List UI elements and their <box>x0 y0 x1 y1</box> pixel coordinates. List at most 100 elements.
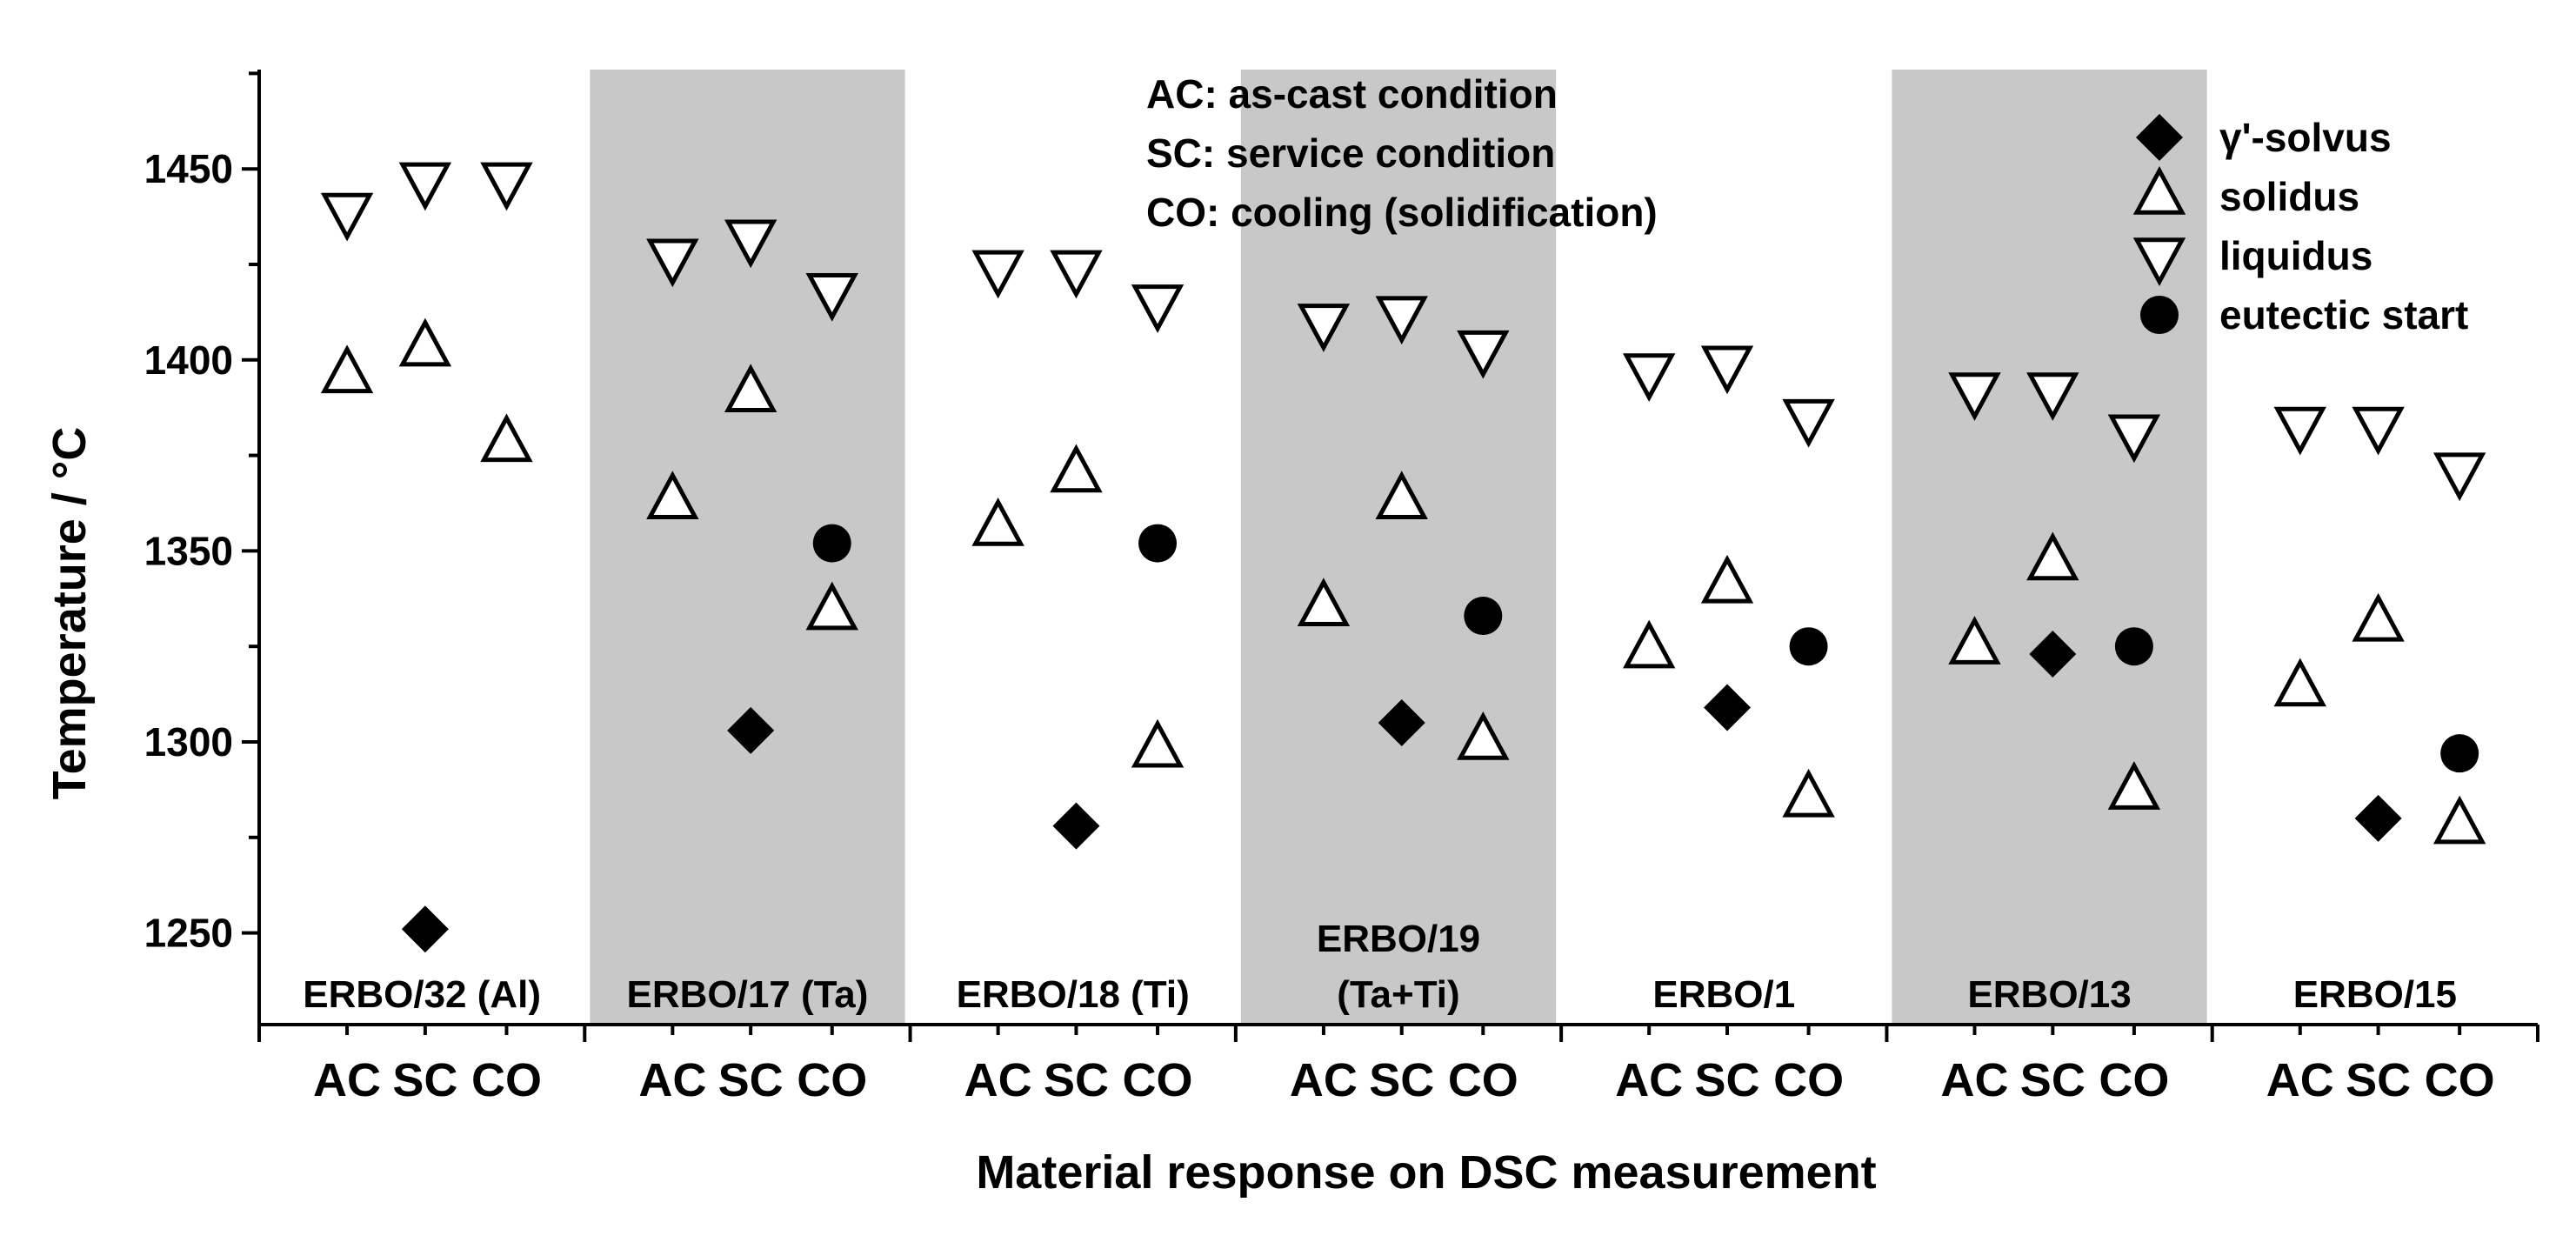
legend-marker-eutectic-start <box>2140 296 2179 334</box>
group-label: ERBO/17 (Ta) <box>626 973 868 1016</box>
legend-marker-solvus <box>2136 114 2183 161</box>
group-label: ERBO/18 (Ti) <box>957 973 1190 1016</box>
group-label: ERBO/19 <box>1317 918 1480 960</box>
solidus-point <box>805 581 858 631</box>
x-tick-label: SC <box>2346 1054 2411 1106</box>
liquidus-point <box>2433 452 2486 502</box>
solvus-point <box>1378 699 1425 747</box>
solidus-point <box>2107 761 2161 810</box>
x-tick-label: CO <box>2425 1054 2495 1106</box>
solidus-point <box>1700 554 1754 604</box>
solidus-point <box>320 344 374 394</box>
liquidus-point <box>398 162 452 211</box>
solidus-point <box>646 471 699 520</box>
legend-label: liquidus <box>2219 233 2372 278</box>
condition-note: AC: as-cast condition <box>1146 71 1558 117</box>
solidus-point <box>1623 619 1676 669</box>
solidus-point <box>1297 578 1351 627</box>
group-label: ERBO/15 <box>2293 973 2457 1016</box>
solvus-point <box>2029 630 2077 678</box>
legend-label: eutectic start <box>2219 292 2468 337</box>
y-tick-label: 1350 <box>144 528 233 573</box>
solvus-point <box>401 905 449 953</box>
x-tick-label: SC <box>2020 1054 2085 1106</box>
data-points <box>320 162 2486 953</box>
eutectic-start-point <box>1138 524 1178 563</box>
solvus-point <box>727 706 775 754</box>
x-tick-label: SC <box>1044 1054 1109 1106</box>
liquidus-point <box>805 272 858 322</box>
liquidus-point <box>1457 330 1510 379</box>
liquidus-point <box>480 162 533 211</box>
y-tick-label: 1250 <box>144 911 233 956</box>
group-label: (Ta+Ti) <box>1337 973 1459 1016</box>
x-tick-label: CO <box>471 1054 542 1106</box>
x-tick-label: AC <box>1615 1054 1683 1106</box>
x-tick-label: CO <box>1448 1054 1518 1106</box>
solvus-point <box>1704 684 1752 731</box>
group-label: ERBO/32 (Al) <box>303 973 541 1016</box>
x-tick-label: SC <box>1695 1054 1760 1106</box>
eutectic-start-point <box>1464 597 1503 636</box>
solidus-point <box>1457 711 1510 760</box>
shaded-band <box>1240 70 1557 1025</box>
liquidus-point <box>1375 296 1428 345</box>
liquidus-point <box>320 192 374 242</box>
group-label: ERBO/13 <box>1967 973 2131 1016</box>
liquidus-point <box>2107 414 2161 464</box>
solidus-point <box>724 364 777 413</box>
eutectic-start-point <box>812 524 851 563</box>
condition-note: SC: service condition <box>1146 130 1555 176</box>
liquidus-point <box>646 238 699 288</box>
solidus-point <box>2026 531 2079 581</box>
solidus-point <box>1782 768 1835 818</box>
x-tick-label: AC <box>1940 1054 2008 1106</box>
liquidus-point <box>1050 250 1103 299</box>
eutectic-start-point <box>2440 734 2479 773</box>
condition-note: CO: cooling (solidification) <box>1146 190 1658 235</box>
eutectic-start-point <box>1789 627 1828 666</box>
y-tick-label: 1450 <box>144 146 233 191</box>
solidus-point <box>2273 658 2326 707</box>
liquidus-point <box>971 250 1024 299</box>
solidus-point <box>398 317 452 367</box>
liquidus-point <box>1948 372 2001 421</box>
legend-label: γ'-solvus <box>2219 115 2392 160</box>
x-tick-label: AC <box>1290 1054 1358 1106</box>
solidus-point <box>1131 718 1185 768</box>
x-axis-title: Material response on DSC measurement <box>976 1146 1876 1199</box>
solidus-point <box>480 413 533 463</box>
liquidus-point <box>2026 372 2079 421</box>
solidus-point <box>1375 471 1428 520</box>
x-tick-label: AC <box>964 1054 1032 1106</box>
legend-marker-solidus <box>2132 165 2186 215</box>
solidus-point <box>2352 592 2405 642</box>
eutectic-start-point <box>2114 627 2153 666</box>
liquidus-point <box>2273 406 2326 456</box>
legend-marker-liquidus <box>2132 237 2186 287</box>
solidus-point <box>2433 795 2486 845</box>
x-tick-label: AC <box>313 1054 381 1106</box>
x-tick-label: CO <box>1773 1054 1844 1106</box>
liquidus-point <box>1700 345 1754 395</box>
shaded-band <box>590 70 905 1025</box>
liquidus-point <box>724 219 777 269</box>
solidus-point <box>1948 616 2001 665</box>
y-tick-label: 1400 <box>144 337 233 383</box>
y-tick-label: 1300 <box>144 719 233 765</box>
solidus-point <box>971 498 1024 546</box>
x-tick-label: SC <box>392 1054 457 1106</box>
x-tick-label: CO <box>2099 1054 2169 1106</box>
solidus-point <box>1050 444 1103 493</box>
liquidus-point <box>1297 304 1351 352</box>
axes <box>257 70 2538 1026</box>
group-label: ERBO/1 <box>1652 973 1795 1016</box>
solvus-point <box>2354 794 2402 842</box>
y-axis-title: Temperature / °C <box>43 427 96 800</box>
liquidus-point <box>2352 406 2405 456</box>
x-tick-label: SC <box>1369 1054 1434 1106</box>
